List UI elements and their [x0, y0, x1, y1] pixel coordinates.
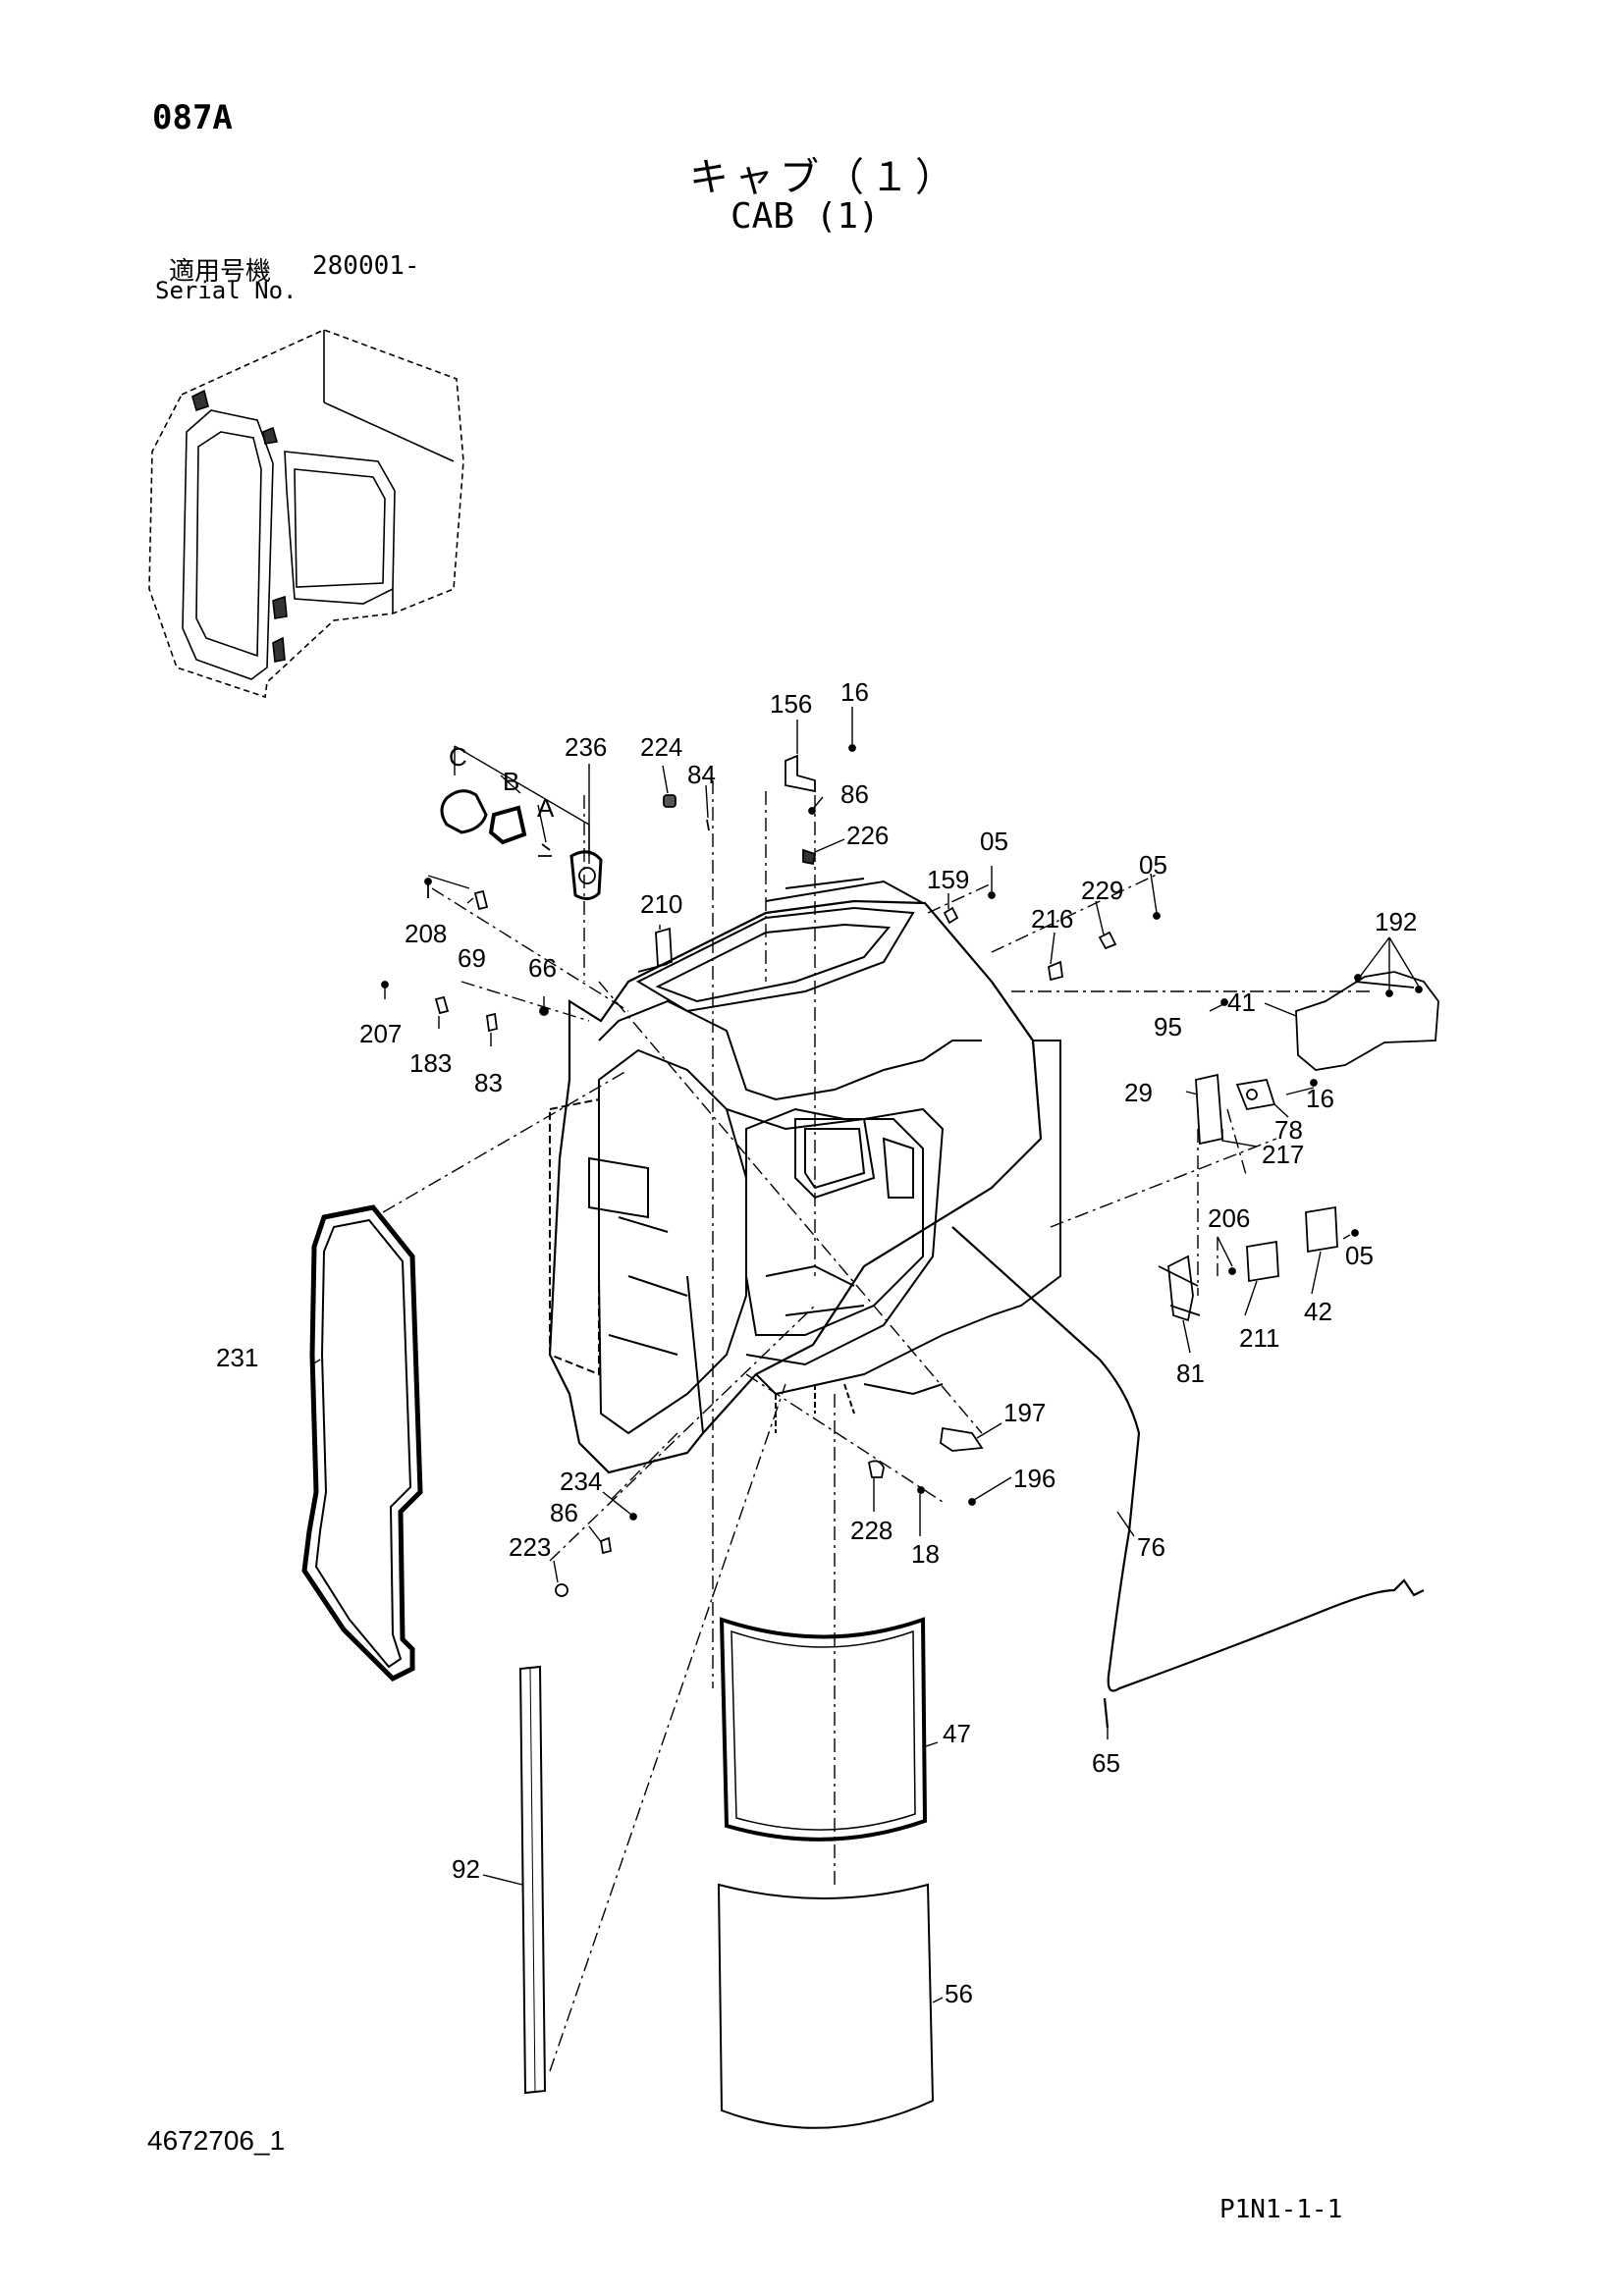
label-83: 83 [474, 1068, 503, 1097]
label-86: 86 [550, 1498, 578, 1527]
label-16: 16 [1306, 1084, 1334, 1113]
label-228: 228 [850, 1516, 893, 1545]
door-seal [301, 1204, 423, 1682]
label-78: 78 [1274, 1115, 1303, 1145]
label-65: 65 [1092, 1748, 1120, 1778]
label-05: 05 [980, 827, 1008, 856]
assembly-lines [382, 780, 1375, 2072]
label-216: 216 [1031, 904, 1073, 934]
label-66: 66 [528, 953, 557, 983]
inset-cab-overview [148, 329, 464, 699]
label-231: 231 [216, 1343, 258, 1372]
label-210: 210 [640, 889, 682, 919]
label-callout-b: B [503, 767, 519, 796]
serial-label-japanese: 適用号機 [169, 257, 272, 287]
label-183: 183 [409, 1048, 452, 1078]
label-234: 234 [560, 1467, 602, 1496]
label-196: 196 [1013, 1464, 1056, 1493]
label-callout-c: C [449, 742, 467, 772]
label-192: 192 [1375, 907, 1417, 936]
label-86: 86 [840, 779, 869, 809]
label-05: 05 [1139, 850, 1167, 880]
title-japanese: キャブ（１） [689, 155, 960, 200]
label-229: 229 [1081, 876, 1123, 905]
label-84: 84 [687, 760, 716, 789]
label-197: 197 [1003, 1398, 1046, 1427]
roof-window [635, 906, 915, 1013]
label-16: 16 [840, 677, 869, 707]
leader-lines [311, 707, 1420, 2003]
label-29: 29 [1124, 1078, 1153, 1107]
side-strip [518, 1665, 547, 2095]
cab-frame [548, 878, 1061, 1474]
label-42: 42 [1304, 1297, 1332, 1326]
serial-label-english: Serial No. [155, 277, 298, 304]
label-92: 92 [452, 1854, 480, 1884]
serial-value: 280001- [312, 251, 420, 281]
label-206: 206 [1208, 1203, 1250, 1233]
label-69: 69 [458, 943, 486, 973]
label-159: 159 [927, 865, 969, 894]
label-208: 208 [405, 919, 447, 948]
label-226: 226 [846, 821, 889, 850]
part-labels: 156 16 236 224 84 C B A 86 226 159 05 05… [216, 677, 1417, 2008]
front-upper-glass [719, 1617, 928, 1842]
label-76: 76 [1137, 1532, 1165, 1562]
label-56: 56 [945, 1979, 973, 2008]
page-code: 087A [152, 98, 233, 137]
label-211: 211 [1239, 1323, 1279, 1353]
title-english: CAB (1) [731, 196, 880, 237]
label-41: 41 [1227, 988, 1256, 1017]
hardware-parts [381, 744, 1439, 1597]
label-95: 95 [1154, 1012, 1182, 1041]
label-callout-a: A [537, 793, 555, 823]
label-236: 236 [565, 732, 607, 762]
label-18: 18 [911, 1539, 940, 1569]
label-207: 207 [359, 1019, 402, 1048]
label-217: 217 [1262, 1140, 1304, 1169]
label-224: 224 [640, 732, 682, 762]
sheet-reference: P1N1-1-1 [1219, 2195, 1343, 2224]
label-47: 47 [943, 1719, 971, 1748]
document-number: 4672706_1 [147, 2125, 286, 2156]
wire-harness [951, 1226, 1425, 1729]
label-81: 81 [1176, 1359, 1205, 1388]
label-05: 05 [1345, 1241, 1374, 1270]
label-223: 223 [509, 1532, 551, 1562]
label-156: 156 [770, 689, 812, 719]
front-lower-glass [717, 1883, 935, 2129]
